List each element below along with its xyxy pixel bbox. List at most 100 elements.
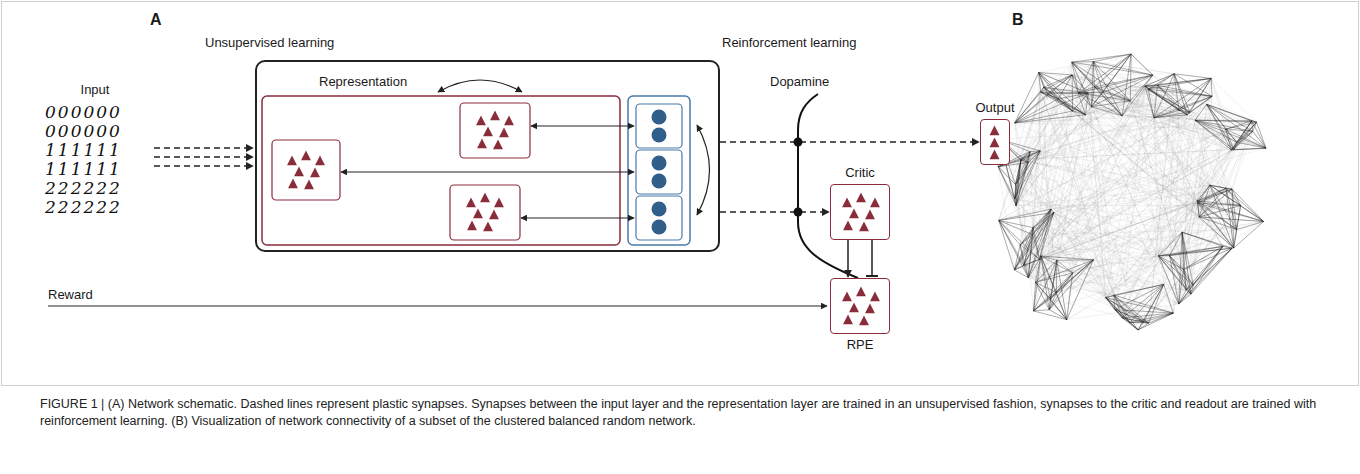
population-neurons <box>831 185 891 241</box>
input-label: Input <box>81 82 110 98</box>
population-neurons <box>981 120 1011 166</box>
inhibitory-neuron <box>652 110 667 125</box>
cluster-box <box>450 185 520 240</box>
inhibitory-neuron <box>652 128 667 143</box>
output-label: Output <box>975 100 1014 116</box>
inhibitory-neuron <box>652 156 667 171</box>
inhibitory-bar <box>866 275 878 277</box>
neuron-triangle <box>315 156 325 166</box>
connector-path <box>154 147 253 149</box>
neuron-triangle <box>870 198 880 208</box>
neuron-triangle <box>990 150 1000 160</box>
neuron-triangle <box>483 127 493 137</box>
neuron-triangle <box>499 128 509 138</box>
neuron-triangle <box>990 126 1000 136</box>
neuron-triangle <box>466 198 476 208</box>
connector-path <box>154 156 253 158</box>
bidirectional-arrow <box>341 171 634 172</box>
modulation-dot <box>794 208 803 217</box>
cluster-box <box>460 103 530 158</box>
neuron-triangle <box>467 221 477 231</box>
panel-letter: A <box>150 11 162 29</box>
neuron-triangle <box>856 193 866 203</box>
neuron-triangle <box>865 210 875 220</box>
neuron-triangle <box>483 222 493 232</box>
neuron-triangle <box>859 222 869 232</box>
figure-caption: FIGURE 1 | (A) Network schematic. Dashed… <box>40 396 1330 430</box>
bidirectional-arrow <box>521 217 634 218</box>
excitatory-layer-box <box>262 96 620 245</box>
neuron-triangle <box>990 138 1000 148</box>
representation-box: Representation <box>255 60 720 252</box>
section-heading: Reinforcement learning <box>722 35 856 51</box>
population-box <box>980 119 1010 165</box>
inhibitory-group-box <box>636 150 682 194</box>
bidirectional-arrow <box>531 125 634 126</box>
neuron-triangle <box>493 140 503 150</box>
neuron-triangle <box>477 139 487 149</box>
inhibitory-group-box <box>636 104 682 148</box>
input-digits: 111111 <box>45 160 122 178</box>
intra-cluster-edges <box>998 54 1266 330</box>
population-box <box>830 278 890 334</box>
signal-label: Reward <box>48 287 93 303</box>
inhibitory-group-box <box>636 196 682 240</box>
cluster-box <box>272 140 340 200</box>
neuron-triangle <box>287 156 297 166</box>
recurrent-arrow <box>697 125 710 215</box>
network-graph <box>998 54 1266 330</box>
connector-path <box>720 211 829 213</box>
neuron-triangle <box>494 198 504 208</box>
neuron-triangle <box>304 180 314 190</box>
neuron-triangle <box>843 221 853 231</box>
critic-population: Critic <box>825 165 895 240</box>
reward-line <box>48 305 827 306</box>
plastic-synapse-arrow <box>154 148 253 166</box>
neuron-triangle <box>301 151 311 161</box>
neuron-triangle <box>504 116 514 126</box>
connector <box>848 240 849 277</box>
rpe-population: RPE <box>825 278 895 353</box>
neuron-triangle <box>490 111 500 121</box>
neuron-triangle <box>842 292 852 302</box>
input-digits: 000000 <box>45 103 122 121</box>
recurrent-arrow <box>438 80 522 92</box>
neuron-triangle <box>480 193 490 203</box>
rpe-label: RPE <box>847 337 874 353</box>
input-digits: 111111 <box>45 141 122 159</box>
neuron-triangle <box>288 179 298 189</box>
panel-letter: B <box>1012 11 1024 29</box>
figure-frame <box>2 2 1359 386</box>
neuron-triangle <box>294 167 304 177</box>
neuron-triangle <box>310 168 320 178</box>
inhibitory-neuron <box>652 202 667 217</box>
connector-path <box>847 240 849 277</box>
population-neurons <box>831 279 891 335</box>
input-digits: 222222 <box>45 198 122 216</box>
critic-label: Critic <box>845 165 875 181</box>
connector-path <box>154 165 253 167</box>
neuron-triangle <box>849 303 859 313</box>
section-heading: Unsupervised learning <box>205 35 334 51</box>
population-box <box>830 184 890 240</box>
neuron-triangle <box>473 209 483 219</box>
output-population: Output <box>960 100 1030 165</box>
signal-label: Dopamine <box>770 74 829 90</box>
neuron-triangle <box>849 209 859 219</box>
input-digits: 000000 <box>45 122 122 140</box>
neuron-triangles <box>287 111 514 232</box>
input-digits: 222222 <box>45 179 122 197</box>
neuron-triangle <box>870 292 880 302</box>
inhibitory-neuron <box>652 174 667 189</box>
neuron-triangle <box>476 116 486 126</box>
connector <box>866 240 878 276</box>
connector-path <box>871 240 873 276</box>
neuron-triangle <box>859 316 869 326</box>
neuron-triangle <box>865 304 875 314</box>
inhibitory-layer-box <box>628 96 690 245</box>
plastic-synapse-arrow <box>720 208 829 217</box>
neuron-triangle <box>843 315 853 325</box>
neuron-triangle <box>489 210 499 220</box>
modulation-dot <box>794 138 803 147</box>
